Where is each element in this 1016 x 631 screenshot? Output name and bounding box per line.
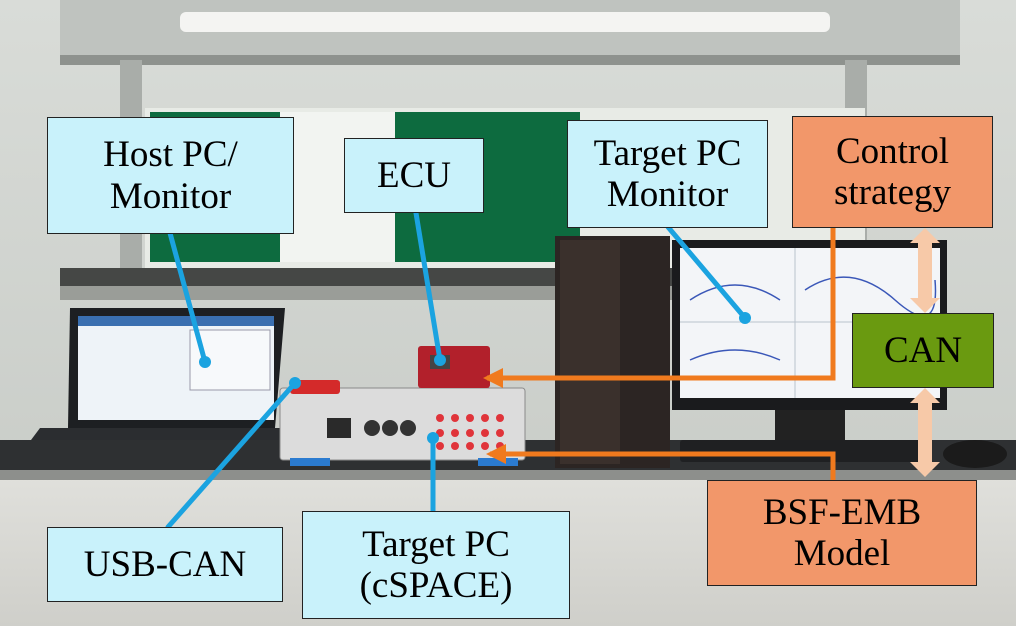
- target-pc-cspace-label: Target PC (cSPACE): [302, 511, 570, 619]
- target-pc-monitor-text: Target PC Monitor: [593, 132, 742, 215]
- control-strategy-label: Control strategy: [792, 116, 993, 228]
- usb-can-label: USB-CAN: [47, 527, 283, 602]
- can-label: CAN: [852, 313, 994, 388]
- can-text: CAN: [883, 329, 963, 371]
- usb-can-text: USB-CAN: [83, 543, 247, 585]
- target-pc-cspace-text: Target PC (cSPACE): [359, 523, 513, 606]
- ecu-label: ECU: [344, 138, 484, 213]
- pointer-lines: [165, 210, 748, 530]
- bsf-emb-model-label: BSF-EMB Model: [707, 480, 977, 586]
- target-pc-monitor-label: Target PC Monitor: [567, 120, 768, 228]
- control-strategy-text: Control strategy: [833, 130, 952, 213]
- can-links: [910, 228, 940, 477]
- ecu-text: ECU: [377, 154, 451, 196]
- bsf-emb-model-text: BSF-EMB Model: [762, 491, 922, 574]
- host-pc-monitor-label: Host PC/ Monitor: [47, 117, 294, 234]
- host-pc-monitor-text: Host PC/ Monitor: [103, 134, 238, 217]
- signal-arrows: [483, 227, 836, 480]
